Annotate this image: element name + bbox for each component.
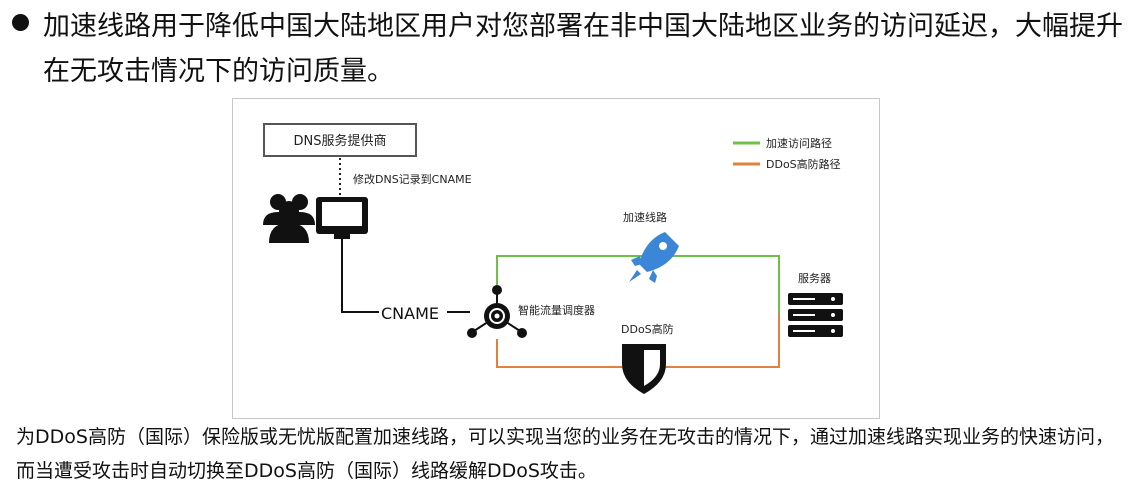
cname-label: CNAME (381, 304, 439, 323)
network-diagram: DNS服务提供商 修改DNS记录到CNAME CNAME (232, 98, 880, 419)
intro-bullet-text: 加速线路用于降低中国大陆地区用户对您部署在非中国大陆地区业务的访问延迟，大幅提升… (43, 11, 1123, 87)
dns-provider-label: DNS服务提供商 (294, 133, 387, 149)
accel-path-line (496, 255, 780, 314)
modify-dns-label: 修改DNS记录到CNAME (353, 172, 472, 186)
intro-bullet: 加速线路用于降低中国大陆地区用户对您部署在非中国大陆地区业务的访问延迟，大幅提升… (10, 4, 1125, 94)
bullet-dot-icon (12, 14, 29, 31)
diagram-canvas: DNS服务提供商 修改DNS记录到CNAME CNAME (263, 123, 843, 394)
server-icon (788, 293, 843, 337)
dns-provider-box (263, 123, 417, 157)
accel-line-label: 加速线路 (623, 210, 667, 224)
legend-label-ddos: DDoS高防路径 (766, 157, 841, 171)
server-label: 服务器 (798, 272, 831, 285)
traffic-scheduler-icon (467, 285, 527, 338)
caption-text: 为DDoS高防（国际）保险版或无忧版配置加速线路，可以实现当您的业务在无攻击的情… (16, 426, 1114, 482)
ddos-label: DDoS高防 (621, 322, 674, 336)
users-icon (263, 194, 315, 243)
shield-icon (622, 344, 666, 394)
legend-label-accel: 加速访问路径 (766, 137, 832, 150)
monitor-icon (316, 197, 368, 239)
client-path-line (341, 239, 379, 313)
scheduler-label: 智能流量调度器 (518, 303, 595, 317)
rocket-icon (629, 232, 679, 283)
